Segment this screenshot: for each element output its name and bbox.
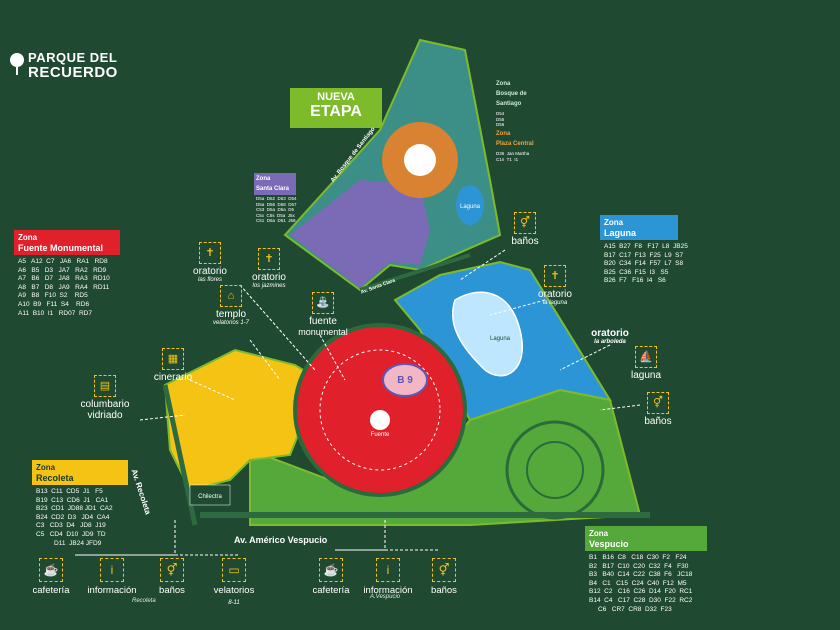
service-vespucio-note: A.Vespucio bbox=[370, 594, 401, 600]
info-icon: i bbox=[376, 558, 400, 582]
poi-banos-top[interactable]: ⚥ baños bbox=[505, 212, 545, 247]
cross-icon: ✝ bbox=[544, 265, 566, 287]
info-icon: i bbox=[100, 558, 124, 582]
poi-cinerario[interactable]: ▦ cinerario bbox=[150, 348, 196, 383]
brand-line1: PARQUE DEL bbox=[28, 50, 118, 65]
brand-logo: PARQUE DEL RECUERDO bbox=[8, 50, 128, 94]
fountain-icon: ⛲ bbox=[312, 292, 334, 314]
service-recoleta-banos[interactable]: ⚥baños bbox=[152, 558, 192, 596]
laguna-lake bbox=[452, 291, 523, 377]
zone-clara-list: D5a D52 D53 D54 D5a D56 D58 D57 C53 D5a … bbox=[256, 196, 297, 223]
restroom-icon: ⚥ bbox=[647, 392, 669, 414]
restroom-icon: ⚥ bbox=[432, 558, 456, 582]
fuente-plaza bbox=[370, 410, 390, 430]
zone-recoleta-area bbox=[163, 348, 322, 492]
poi-banos-right[interactable]: ⚥ baños bbox=[640, 392, 676, 427]
service-recoleta-note: Recoleta bbox=[132, 598, 156, 604]
restroom-icon: ⚥ bbox=[514, 212, 536, 234]
columbarium-icon: ▤ bbox=[94, 375, 116, 397]
hearse-icon: ▭ bbox=[222, 558, 246, 582]
cross-icon: ✝ bbox=[258, 248, 280, 270]
b9-marker bbox=[382, 363, 428, 397]
brand-line2: RECUERDO bbox=[28, 64, 118, 81]
chilectra-label: Chilectra bbox=[198, 494, 222, 500]
zone-bosque-list: D54 D55 D56 bbox=[496, 111, 505, 127]
central-plaza bbox=[404, 144, 436, 176]
cross-icon: ✝ bbox=[199, 242, 221, 264]
fuente-plaza-label: Fuente bbox=[371, 432, 390, 438]
zone-vespucio-list: B1 B16 C8 C18 C30 F2 F24 B2 B17 C10 C20 … bbox=[589, 554, 693, 613]
santiago-lagoon bbox=[456, 185, 484, 225]
laguna-lake-label: Laguna bbox=[490, 336, 511, 342]
zone-central-list: D36 Jan Martha C1n T1 I1 bbox=[496, 151, 530, 162]
b9-label: B 9 bbox=[397, 375, 413, 386]
cafe-icon: ☕ bbox=[39, 558, 63, 582]
zone-clara-area bbox=[290, 180, 430, 288]
street-vespucio: Av. Américo Vespucio bbox=[234, 535, 328, 545]
service-vespucio-cafeteria[interactable]: ☕cafetería bbox=[308, 558, 354, 596]
nueva-etapa-line1: NUEVA bbox=[317, 91, 355, 103]
nueva-etapa-line2: ETAPA bbox=[310, 103, 362, 120]
chilectra-block bbox=[189, 484, 231, 506]
road-santa-clara bbox=[359, 253, 471, 292]
temple-icon: ⌂ bbox=[220, 285, 242, 307]
service-recoleta-cafeteria[interactable]: ☕cafetería bbox=[28, 558, 74, 596]
zone-laguna-list: A15 B27 F8 F17 L8 JB25 B17 C17 F13 F25 L… bbox=[604, 243, 688, 285]
nueva-etapa-badge: NUEVA ETAPA bbox=[290, 88, 382, 128]
cinerary-icon: ▦ bbox=[162, 348, 184, 370]
boat-icon: ⛵ bbox=[635, 346, 657, 368]
leader-lines bbox=[75, 249, 641, 556]
service-vespucio-banos[interactable]: ⚥baños bbox=[424, 558, 464, 596]
zone-fuente-list: A5 A12 C7 JA6 RA1 RD8 A6 B5 D3 JA7 RA2 R… bbox=[18, 258, 110, 317]
zone-recoleta-list: B13 C11 CD5 J1 F5 B19 C13 CD6 J1 CA1 B23… bbox=[36, 488, 113, 547]
cafe-icon: ☕ bbox=[319, 558, 343, 582]
poi-laguna[interactable]: ⛵ laguna bbox=[626, 346, 666, 381]
lagunita-label: Laguna bbox=[460, 204, 481, 210]
tree-logo-icon bbox=[10, 53, 24, 75]
restroom-icon: ⚥ bbox=[160, 558, 184, 582]
